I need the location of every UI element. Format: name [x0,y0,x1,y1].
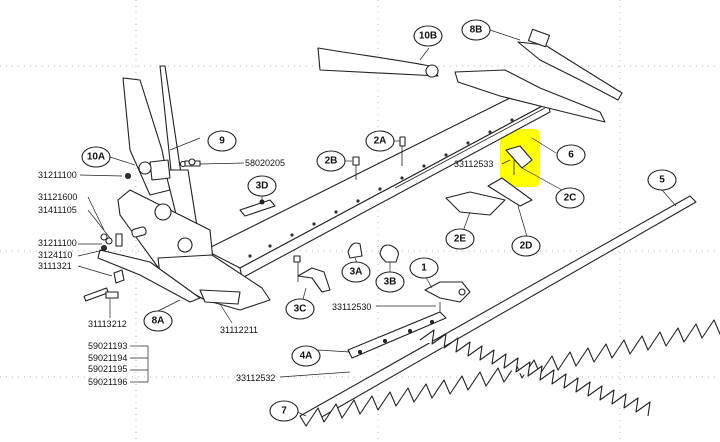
pn-33112532: 33112532 [236,373,275,383]
callout-7: 7 [269,400,299,422]
knife-back-4A [347,311,447,359]
callout-1: 1 [409,257,439,279]
guards-row-5 [419,329,651,417]
hardware-left [83,158,201,302]
svg-text:1: 1 [421,263,427,274]
bolts-2A-2B [352,136,406,180]
pn-59021195: 59021195 [88,364,127,374]
svg-text:8A: 8A [152,316,165,327]
svg-text:5: 5 [659,175,665,186]
clips-3A-3B [347,242,399,263]
callout-10B: 10B [413,25,443,47]
callout-10A: 10A [81,146,111,168]
callout-2D: 2D [511,235,541,257]
callout-2C: 2C [555,187,585,209]
pn-59021193: 59021193 [88,341,127,351]
clamp-3C [293,255,331,293]
svg-text:9: 9 [219,136,225,147]
svg-text:3C: 3C [294,304,307,315]
pn-31211100-b: 31211100 [38,238,77,248]
svg-text:2C: 2C [564,193,577,204]
callout-3C: 3C [285,298,315,320]
callout-8B: 8B [461,19,491,41]
callout-4A: 4A [291,345,321,367]
pn-31113211: 3111321 [38,261,72,271]
callout-2B: 2B [316,150,346,172]
knife-7 [299,195,720,427]
svg-text:3A: 3A [350,267,363,278]
callout-2E: 2E [445,228,475,250]
callout-5: 5 [647,169,677,191]
pn-33112533: 33112533 [454,159,493,169]
pn-31113212: 31113212 [88,319,127,329]
svg-text:10B: 10B [419,31,437,42]
knife-head-1 [424,281,471,312]
bracket-5902 [130,345,149,383]
pn-31211100-a: 31211100 [38,170,77,180]
svg-text:6: 6 [568,150,574,161]
pn-59021194: 59021194 [88,353,127,363]
part-numbers: 58020205 31211100 31121600 31411105 3121… [38,158,493,387]
svg-text:8B: 8B [470,25,483,36]
callout-3B: 3B [375,271,405,293]
callout-9: 9 [207,130,237,152]
callouts: 10B 8B 9 10A 2A 2B 3D 6 2C 5 2E 2D 1 3A … [81,19,677,422]
callout-2A: 2A [365,130,395,152]
pn-59021196: 59021196 [88,377,127,387]
callout-8A: 8A [143,310,173,332]
svg-text:4A: 4A [300,351,313,362]
guards-2E-2D [445,145,533,216]
pn-31112211: 31112211 [220,325,258,335]
callout-3D: 3D [247,175,277,197]
svg-text:2A: 2A [374,136,387,147]
plate-3D [239,199,276,217]
pn-31411105: 31411105 [38,205,77,215]
svg-text:7: 7 [281,406,287,417]
pn-58020205: 58020205 [245,158,285,168]
svg-text:3B: 3B [384,277,397,288]
pn-31121600: 31121600 [38,192,77,202]
pn-33112530: 33112530 [332,302,371,312]
svg-text:10A: 10A [87,152,105,163]
handle-10B [317,47,439,78]
svg-text:3D: 3D [256,181,269,192]
svg-text:2B: 2B [325,156,338,167]
pn-31241101: 3124110 [38,250,72,260]
guide-plate-8B [454,28,623,123]
divider-assembly [97,65,271,311]
svg-text:2D: 2D [520,241,533,252]
svg-text:2E: 2E [454,234,467,245]
callout-6: 6 [556,144,586,166]
callout-3A: 3A [341,261,371,283]
